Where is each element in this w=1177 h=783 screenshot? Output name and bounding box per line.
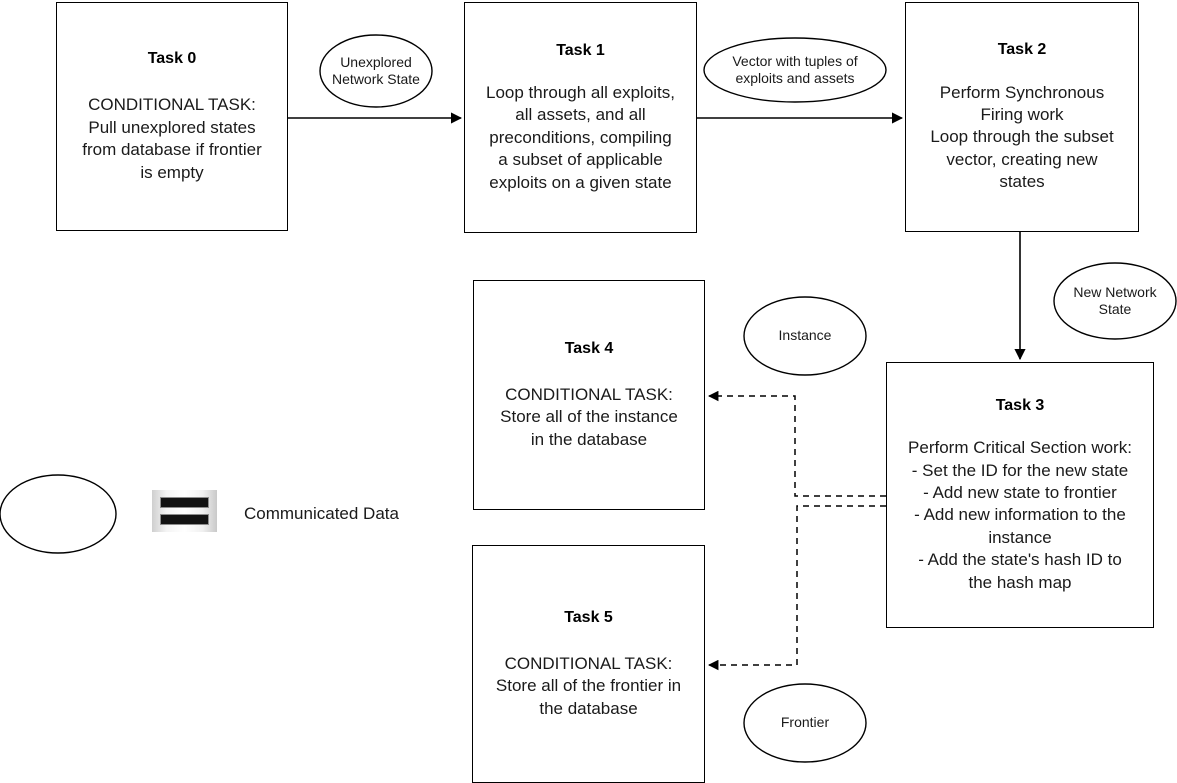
task-box-task-5[interactable]: Task 5 CONDITIONAL TASK: Store all of th… — [472, 545, 705, 783]
legend-ellipse — [0, 474, 117, 554]
task-box-task-4[interactable]: Task 4 CONDITIONAL TASK: Store all of th… — [473, 280, 705, 510]
task-title: Task 0 — [147, 50, 197, 68]
task-title: Task 4 — [564, 339, 614, 357]
task-box-task-1[interactable]: Task 1 Loop through all exploits, all as… — [464, 2, 697, 233]
task-body: Perform Critical Section work: - Set the… — [908, 438, 1132, 592]
connector-task3-to-task4 — [707, 390, 886, 497]
task-body: CONDITIONAL TASK: Pull unexplored states… — [82, 95, 262, 182]
connector-task3-to-task5 — [707, 505, 886, 671]
task-body: Perform Synchronous Firing work Loop thr… — [930, 82, 1114, 192]
task-title: Task 3 — [995, 396, 1045, 414]
task-body: CONDITIONAL TASK: Store all of the front… — [495, 653, 682, 718]
data-label-unexplored-network-state: Unexplored Network State — [332, 53, 420, 88]
task-box-task-3[interactable]: Task 3 Perform Critical Section work: - … — [886, 362, 1154, 628]
task-title: Task 2 — [997, 41, 1047, 59]
task-title: Task 5 — [564, 608, 613, 626]
equals-icon — [152, 490, 217, 532]
data-label-vector-tuples: Vector with tuples of exploits and asset… — [732, 52, 858, 87]
data-label-instance: Instance — [778, 327, 832, 344]
task-body: Loop through all exploits, all assets, a… — [485, 83, 676, 192]
task-box-task-0[interactable]: Task 0 CONDITIONAL TASK: Pull unexplored… — [56, 2, 288, 231]
data-label-new-network-state: New Network State — [1073, 283, 1157, 318]
legend-label: Communicated Data — [244, 504, 399, 523]
task-title: Task 1 — [556, 41, 605, 59]
equals-bar-bottom — [160, 514, 209, 525]
task-body: CONDITIONAL TASK: Store all of the insta… — [500, 384, 678, 449]
task-box-task-2[interactable]: Task 2 Perform Synchronous Firing work L… — [905, 2, 1139, 232]
equals-bar-top — [160, 497, 209, 508]
data-label-frontier: Frontier — [780, 714, 830, 731]
